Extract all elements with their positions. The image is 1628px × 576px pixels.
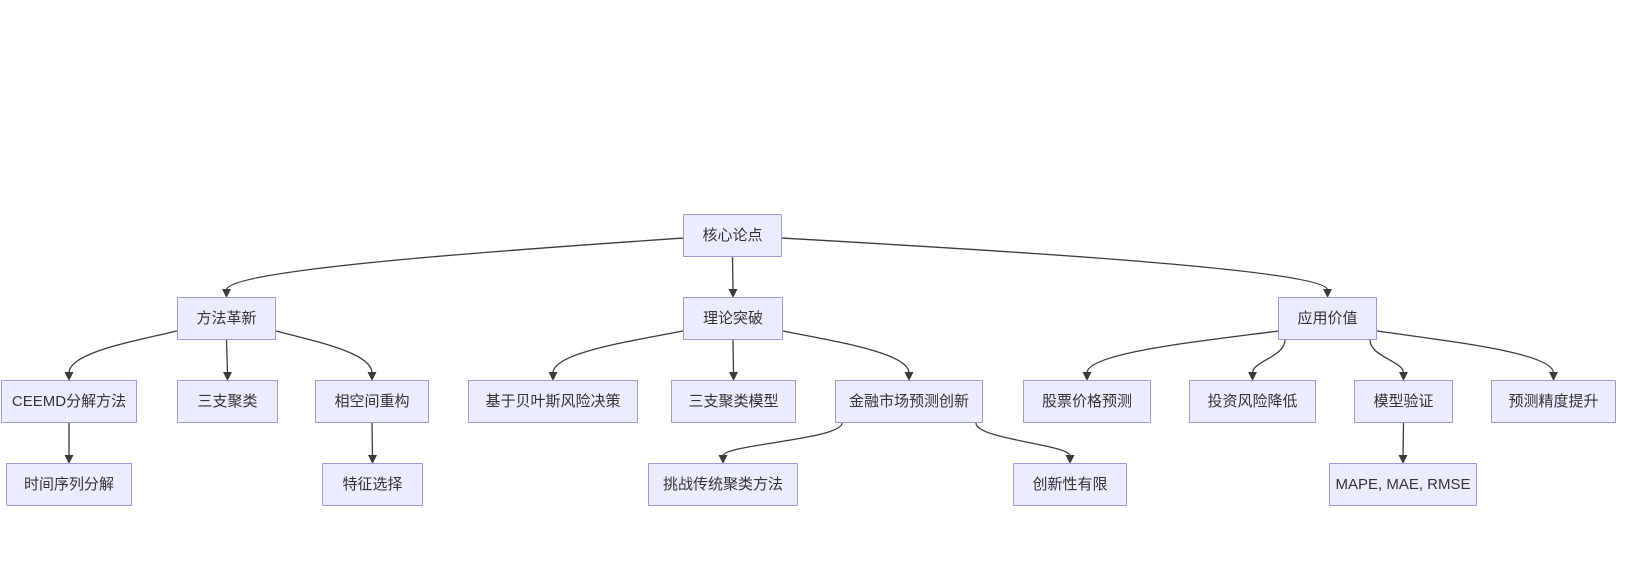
arrowhead-icon [1549, 372, 1558, 381]
node-label: 方法革新 [196, 310, 257, 327]
node-label: 股票价格预测 [1041, 393, 1132, 410]
edge-core-theory [731, 256, 734, 291]
arrowhead-icon [904, 372, 914, 381]
node-metrics: MAPE, MAE, RMSE [1329, 463, 1477, 506]
node-core: 核心论点 [683, 214, 782, 257]
edge-core-method [225, 237, 684, 291]
node-finance: 金融市场预测创新 [835, 380, 983, 423]
node-threeway: 三支聚类 [177, 380, 278, 423]
edge-method-ceemd [68, 330, 178, 374]
arrowhead-icon [64, 372, 74, 381]
node-label: 应用价值 [1297, 310, 1358, 327]
arrowhead-icon [1398, 455, 1408, 464]
arrowhead-icon [1323, 289, 1332, 298]
node-label: 金融市场预测创新 [848, 393, 969, 410]
node-label: 投资风险降低 [1207, 393, 1298, 410]
node-feature: 特征选择 [322, 463, 423, 506]
edge-finance-challenge [722, 422, 843, 457]
node-label: 时间序列分解 [23, 476, 114, 493]
node-label: 创新性有限 [1032, 476, 1108, 493]
arrowhead-icon [222, 289, 231, 298]
edge-theory-bayes [552, 330, 684, 374]
edge-method-phase [275, 330, 373, 374]
node-bayes: 基于贝叶斯风险决策 [468, 380, 638, 423]
edge-finance-limited [975, 422, 1071, 457]
edge-core-application [781, 237, 1329, 291]
edge-application-precision [1376, 330, 1555, 374]
node-phase: 相空间重构 [315, 380, 429, 423]
node-label: 理论突破 [702, 310, 763, 327]
node-ceemd: CEEMD分解方法 [1, 380, 137, 423]
arrowhead-icon [548, 372, 558, 381]
node-method: 方法革新 [177, 297, 276, 340]
node-application: 应用价值 [1278, 297, 1377, 340]
node-stock: 股票价格预测 [1023, 380, 1151, 423]
arrowhead-icon [1248, 372, 1257, 381]
node-label: 特征选择 [342, 476, 403, 493]
node-tsd: 时间序列分解 [6, 463, 132, 506]
edge-validation-metrics [1402, 422, 1405, 457]
node-validation: 模型验证 [1354, 380, 1453, 423]
node-label: 三支聚类 [197, 393, 258, 410]
arrowhead-icon [729, 372, 738, 381]
edge-application-validation [1369, 339, 1405, 374]
node-limited: 创新性有限 [1013, 463, 1127, 506]
edge-method-threeway [225, 339, 229, 374]
arrowhead-icon [728, 289, 738, 298]
node-label: 三支聚类模型 [688, 393, 779, 410]
arrowhead-icon [1399, 372, 1408, 381]
node-label: 模型验证 [1373, 393, 1434, 410]
node-label: 核心论点 [702, 227, 763, 244]
node-label: CEEMD分解方法 [11, 393, 127, 410]
node-label: MAPE, MAE, RMSE [1335, 476, 1471, 493]
node-risk: 投资风险降低 [1189, 380, 1316, 423]
arrowhead-icon [718, 455, 728, 464]
arrowhead-icon [64, 455, 74, 464]
node-precision: 预测精度提升 [1491, 380, 1616, 423]
node-theory: 理论突破 [683, 297, 783, 340]
edge-application-risk [1251, 339, 1286, 374]
edge-application-stock [1086, 330, 1279, 374]
arrowhead-icon [223, 372, 232, 381]
node-challenge: 挑战传统聚类方法 [648, 463, 798, 506]
edge-theory-twcmodel [732, 339, 735, 374]
arrowhead-icon [367, 372, 377, 381]
edge-theory-finance [782, 330, 910, 374]
node-label: 预测精度提升 [1508, 393, 1599, 410]
arrowhead-icon [1065, 455, 1075, 464]
edge-phase-feature [371, 422, 374, 457]
arrowhead-icon [368, 455, 377, 464]
node-label: 基于贝叶斯风险决策 [485, 393, 621, 410]
node-twcmodel: 三支聚类模型 [671, 380, 796, 423]
node-label: 相空间重构 [334, 393, 410, 410]
node-label: 挑战传统聚类方法 [662, 476, 783, 493]
arrowhead-icon [1082, 372, 1092, 381]
